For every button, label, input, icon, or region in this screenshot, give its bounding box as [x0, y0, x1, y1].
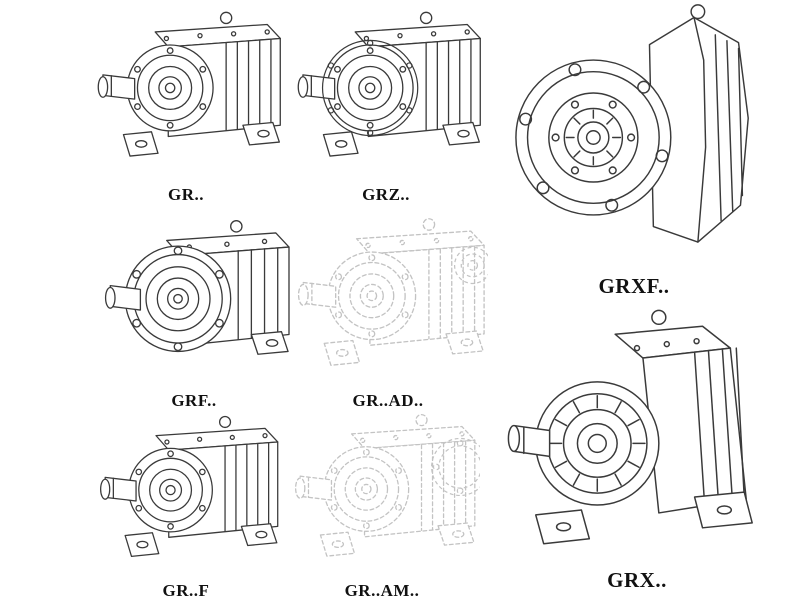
figure-label-gr-f: GR..F	[162, 581, 210, 600]
figure-gr-ad: GR..AD..	[288, 214, 488, 412]
gr-gearbox-drawing	[88, 4, 284, 184]
figure-grxf: GRXF..	[502, 2, 766, 300]
figure-label-grxf: GRXF..	[598, 274, 670, 298]
figure-label-gr-am: GR..AM..	[344, 581, 420, 600]
gr-ad-gearbox-drawing	[288, 214, 488, 390]
figure-label-grx: GRX..	[607, 568, 667, 592]
figure-grz: GRZ..	[288, 4, 484, 206]
gr-am-gearbox-drawing	[284, 410, 480, 580]
figure-label-gr-ad: GR..AD..	[352, 391, 424, 410]
figure-label-grz: GRZ..	[362, 185, 410, 204]
figure-gr-f: GR..F	[88, 412, 284, 600]
figure-grx: GRX..	[498, 300, 776, 594]
figure-gr: GR..	[88, 4, 284, 206]
grz-gearbox-drawing	[288, 4, 484, 184]
figure-label-grf: GRF..	[171, 391, 217, 410]
grxf-gearbox-drawing	[502, 2, 766, 273]
gr-f-gearbox-drawing	[88, 412, 284, 580]
figure-label-gr: GR..	[168, 185, 204, 204]
figure-grf: GRF..	[92, 216, 296, 412]
grf-gearbox-drawing	[92, 216, 296, 390]
grx-gearbox-drawing	[498, 300, 776, 567]
figure-gr-am: GR..AM..	[284, 410, 480, 600]
